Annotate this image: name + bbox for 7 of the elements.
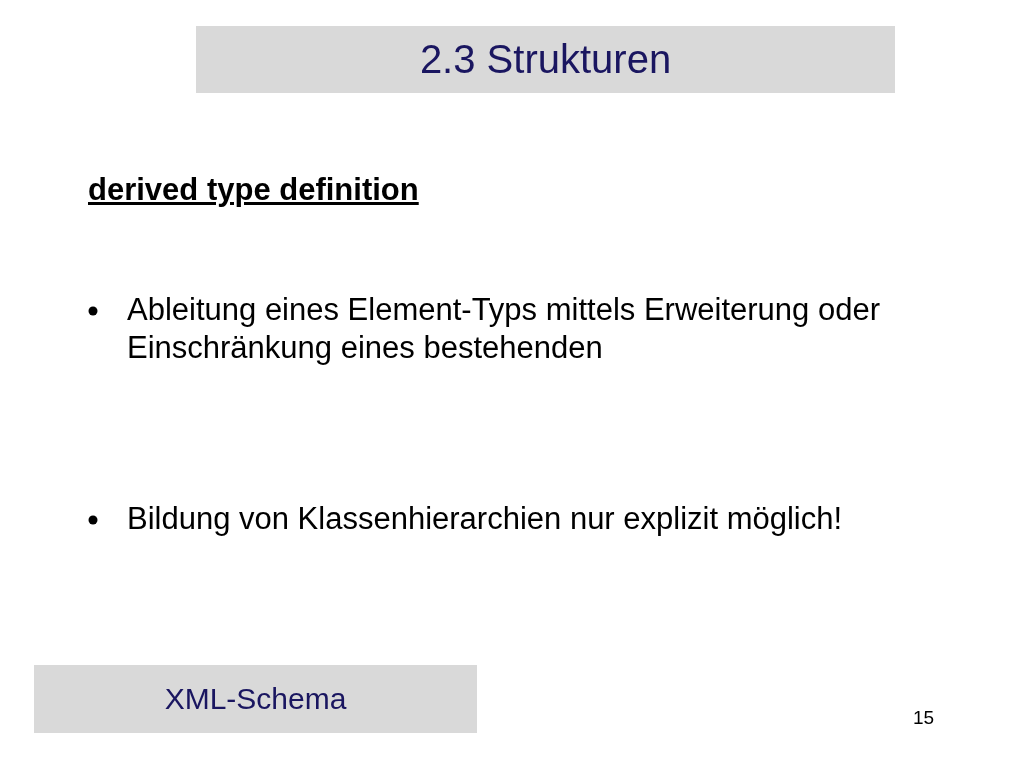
bullet-text: Ableitung eines Element-Typs mittels Erweiterung oder Einschränkung eines bestehenden	[127, 291, 881, 367]
footer-text: XML-Schema	[164, 682, 347, 716]
page-number: 15	[913, 707, 935, 729]
section-heading: derived type definition	[88, 172, 419, 208]
slide-title: 2.3 Strukturen	[419, 37, 672, 82]
footer-bar	[34, 665, 477, 733]
bullet-text: Bildung von Klassenhierarchien nur explizit möglich!	[127, 500, 844, 538]
